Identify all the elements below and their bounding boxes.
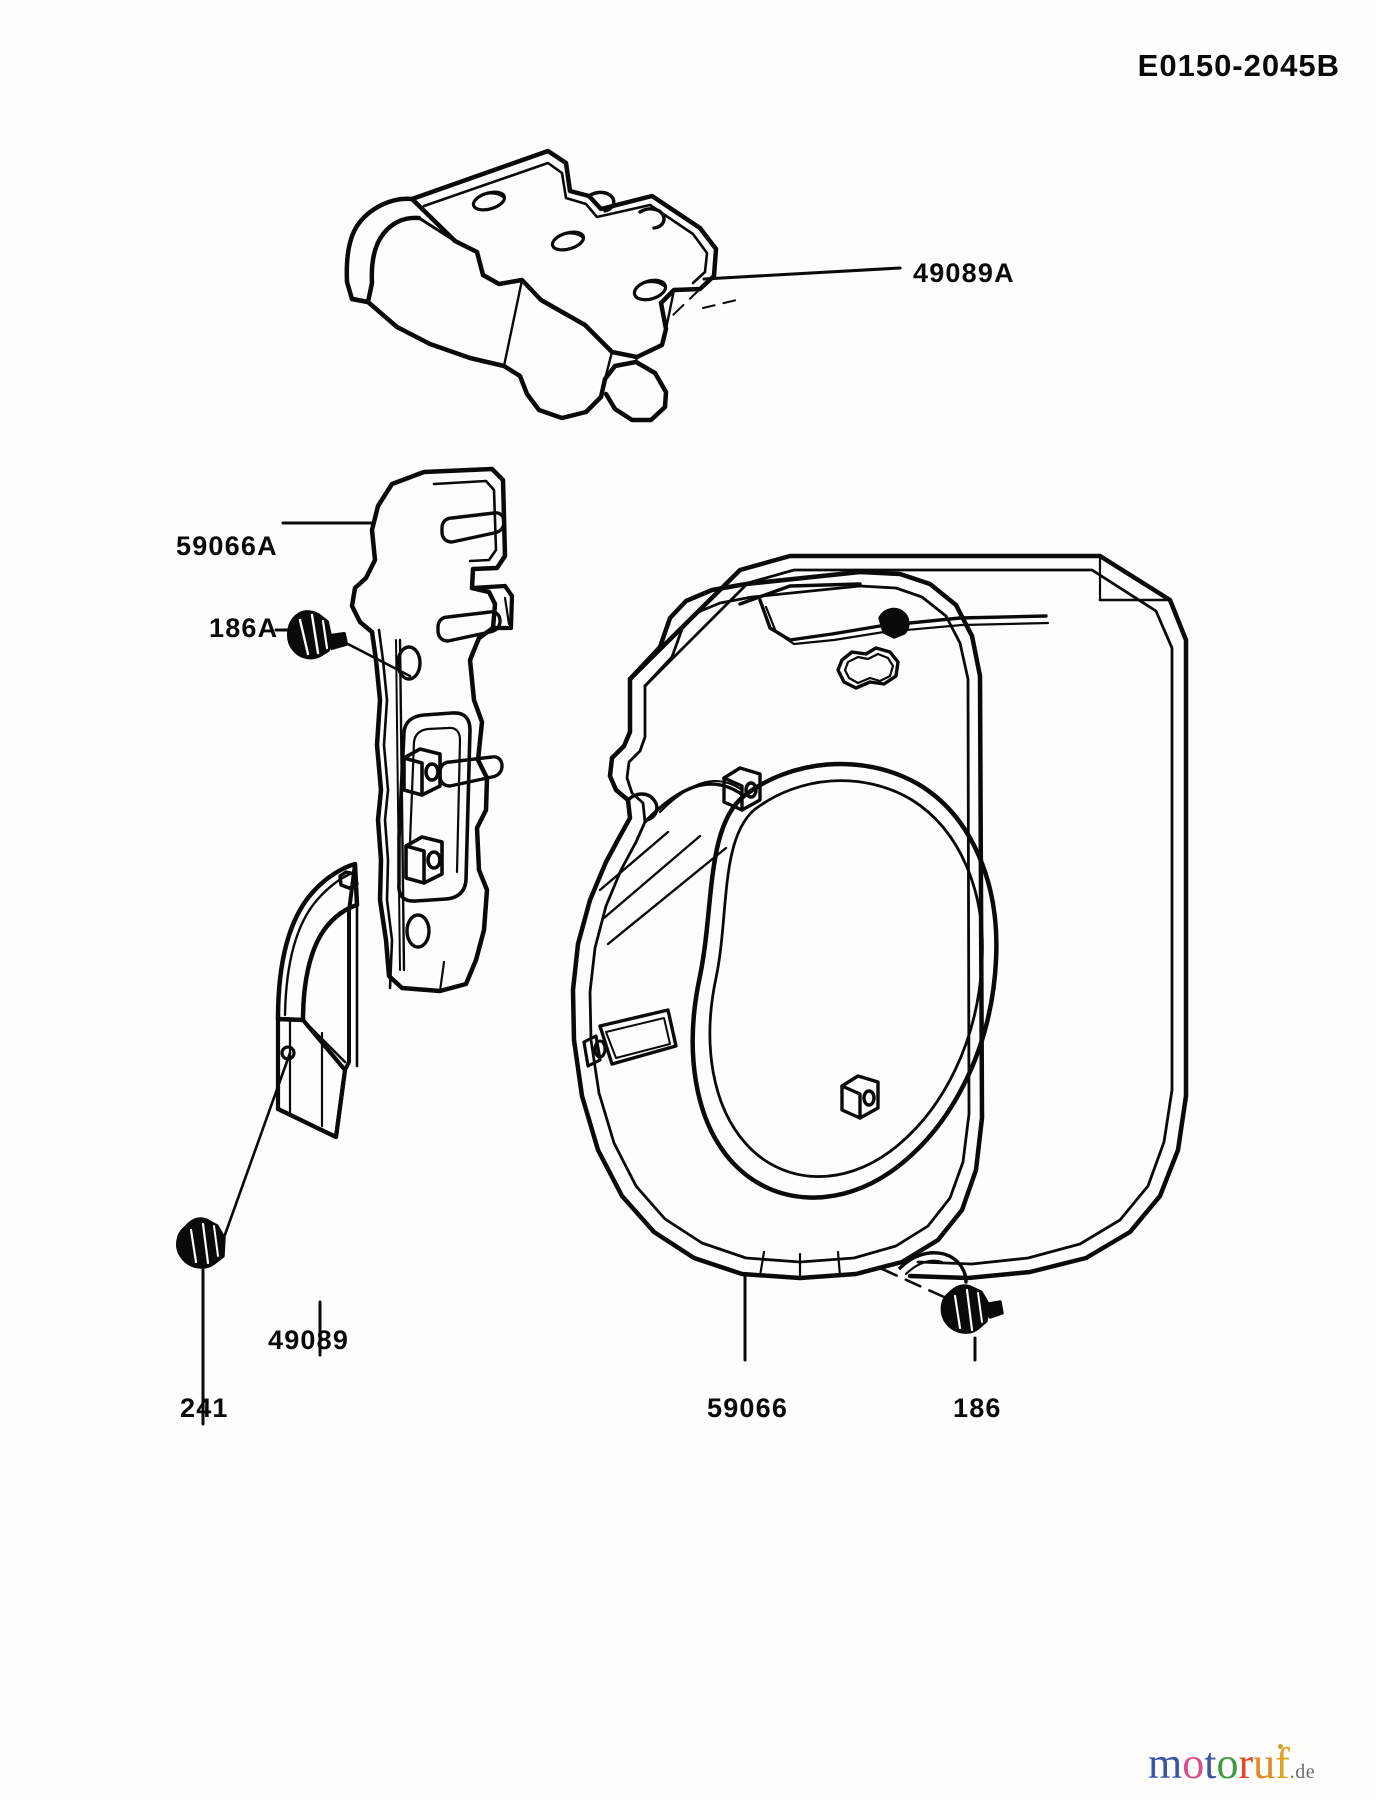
- callout-label-241[interactable]: 241: [180, 1393, 229, 1423]
- watermark-letter-3: o: [1216, 1739, 1239, 1788]
- callout-label-59066a[interactable]: 59066A: [176, 531, 278, 561]
- part-49089-curved-baffle: [275, 861, 360, 1140]
- callout-label-59066[interactable]: 59066: [707, 1393, 789, 1423]
- part-186a-bolt: [287, 610, 348, 660]
- watermark-letter-2: t: [1204, 1739, 1217, 1788]
- assembly-line-186a: [342, 640, 412, 678]
- callout-label-186[interactable]: 186: [953, 1393, 1002, 1423]
- watermark-letter-5: u: [1253, 1739, 1276, 1788]
- watermark-tld: .de: [1289, 1761, 1316, 1783]
- callout-label-186a[interactable]: 186A: [209, 613, 279, 643]
- assembly-line-241: [220, 1051, 292, 1245]
- assembly-line-186: [878, 1266, 946, 1299]
- diagram-title: E0150-2045B: [1137, 48, 1340, 83]
- part-59066a-baffle-plate: [349, 466, 515, 994]
- part-59066-fan-cover-shroud: [570, 553, 1189, 1284]
- site-watermark: motoruf.de: [1148, 1742, 1315, 1786]
- part-241-rivet-clip: [176, 1217, 226, 1269]
- leader-49089a: [702, 266, 902, 281]
- callout-label-49089a[interactable]: 49089A: [913, 258, 1015, 288]
- watermark-dot: [1278, 1744, 1284, 1749]
- watermark-letter-1: o: [1182, 1739, 1205, 1788]
- watermark-letter-0: m: [1148, 1739, 1183, 1788]
- watermark-letter-4: r: [1238, 1739, 1254, 1788]
- part-49089a-cover-plate: [344, 148, 742, 423]
- callout-label-49089[interactable]: 49089: [268, 1325, 350, 1355]
- part-186-bolt: [940, 1284, 1004, 1334]
- watermark-letter-6: f: [1275, 1739, 1290, 1788]
